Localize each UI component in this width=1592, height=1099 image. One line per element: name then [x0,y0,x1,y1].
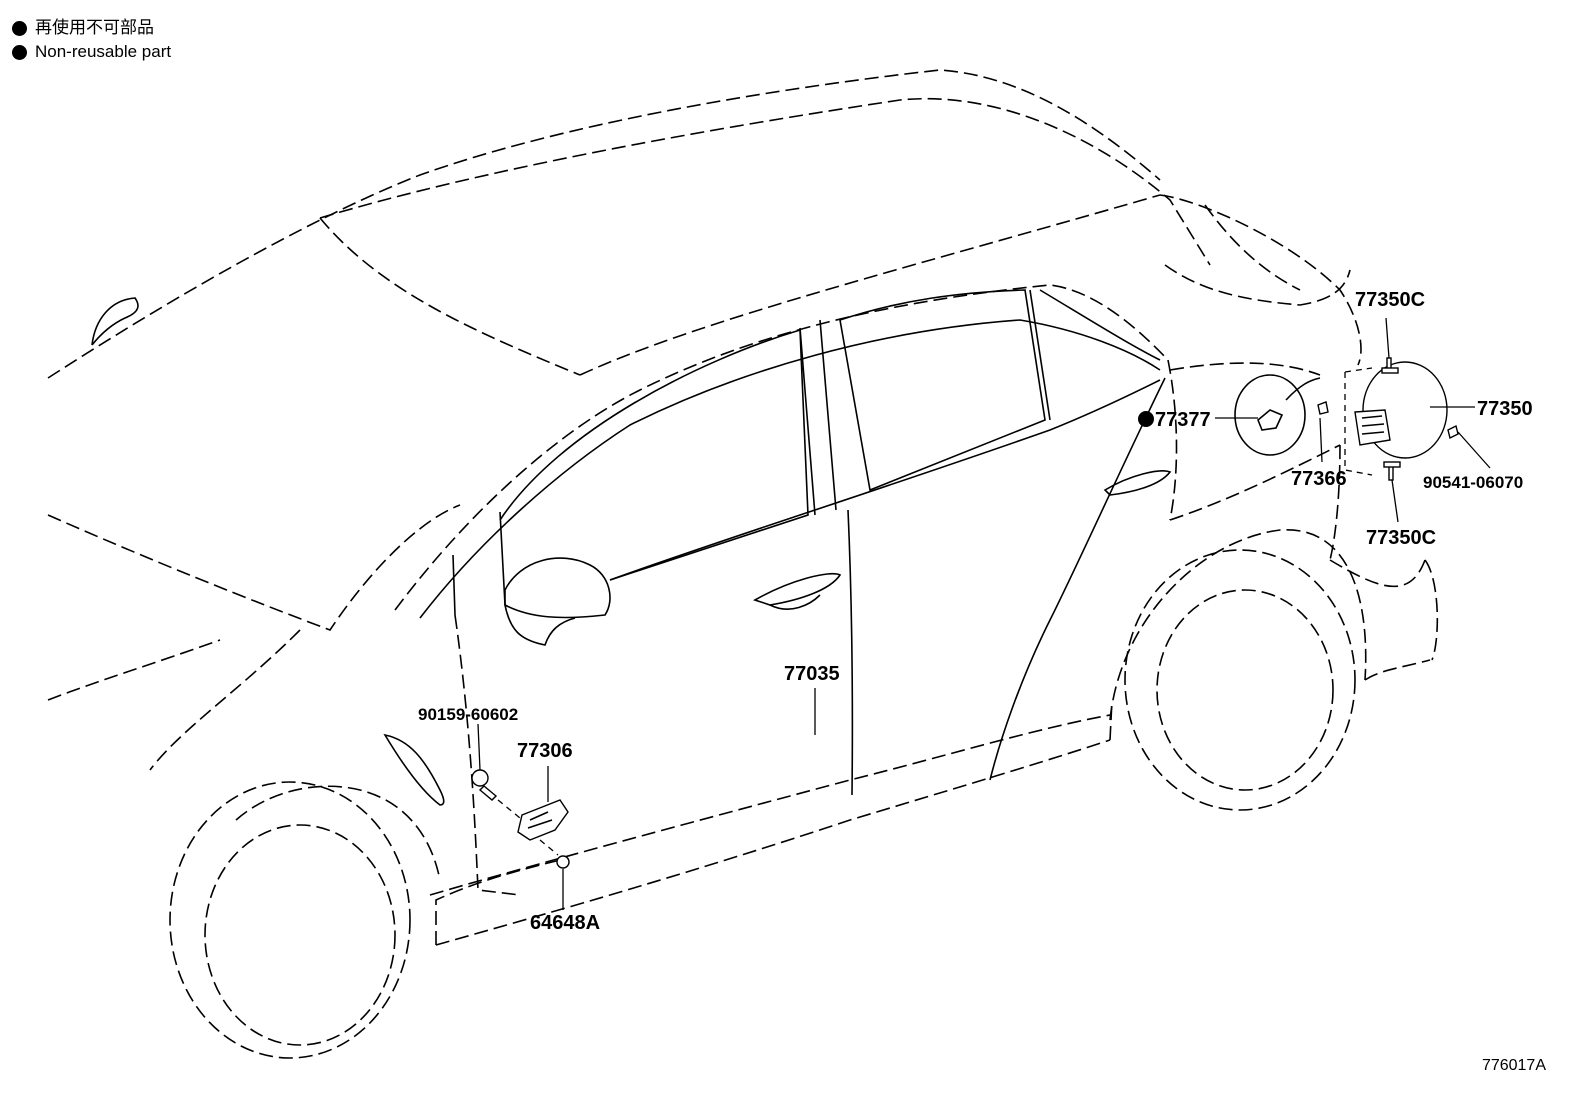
part-label-90159-60602: 90159-60602 [418,705,518,724]
bullet-dot-icon [12,44,27,60]
car-body-outline [47,69,1439,1059]
legend: 再使用不可部品 Non-reusable part [12,16,171,64]
part-label-77350C-top: 77350C [1355,289,1425,311]
rocker-parts [471,769,570,869]
leader-lines [477,317,1491,910]
part-label-77350: 77350 [1477,398,1533,420]
clip-top-head-icon [1381,367,1399,374]
part-label-77366: 77366 [1291,468,1347,490]
nut-icon [1447,424,1459,440]
non-reusable-dot-icon [1138,411,1154,427]
screw-shank-icon [478,785,498,801]
legend-english-text: Non-reusable part [35,42,172,61]
fuel-lid-hinge-icon [1354,409,1391,446]
part-label-64648A: 64648A [530,912,600,934]
bullet-dot-icon [12,20,27,36]
grommet-icon [556,855,570,869]
fuel-lid-assembly [1317,357,1459,481]
part-label-77377: 77377 [1155,409,1211,431]
legend-row-japanese: 再使用不可部品 [12,16,171,40]
clip-bottom-icon [1388,465,1394,481]
part-label-77350C-bottom: 77350C [1366,527,1436,549]
moulding-clip-icon [517,799,569,841]
legend-japanese-text: 再使用不可部品 [35,18,154,37]
legend-row-english: Non-reusable part [12,40,171,64]
clip-bottom-head-icon [1383,461,1401,468]
fuel-lid-opener-icon [1317,401,1329,415]
screw-head-icon [471,769,489,787]
part-label-90541-06070: 90541-06070 [1423,473,1523,492]
part-labels: 77350C 77350 77377 77366 90541-06070 773… [418,289,1533,934]
part-label-77035: 77035 [784,663,840,685]
part-label-77306: 77306 [517,740,573,762]
diagram-reference-number: 776017A [1481,1057,1546,1074]
